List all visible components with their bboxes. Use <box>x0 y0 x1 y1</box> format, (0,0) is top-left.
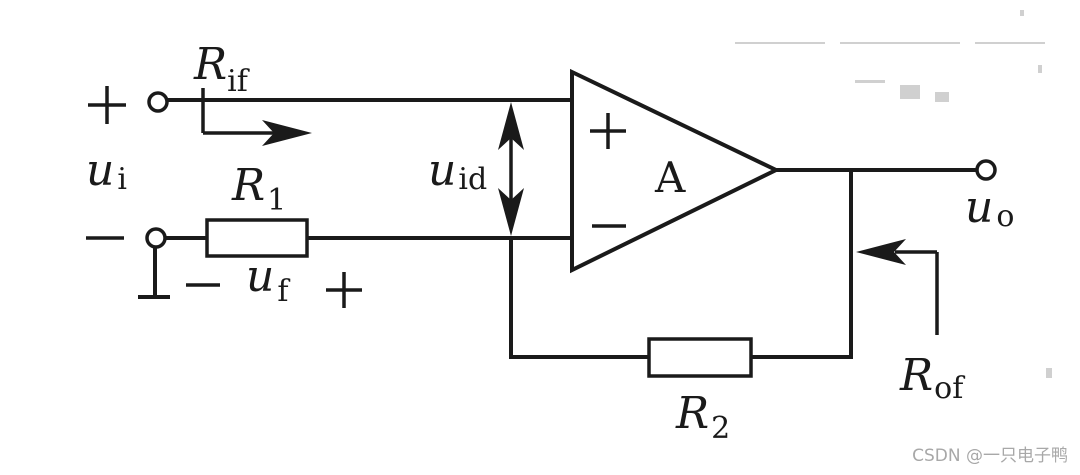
input-terminal-top <box>147 91 169 113</box>
label-u-id: uid <box>428 145 487 197</box>
label-r-2: R2 <box>675 388 730 446</box>
resistor-r2 <box>647 337 753 378</box>
label-r-1: R1 <box>231 160 286 218</box>
uid-arrow-head-down <box>498 188 524 236</box>
input-terminal-bottom <box>145 227 167 249</box>
uid-arrow-head-up <box>498 102 524 150</box>
rof-arrow-head <box>856 239 906 265</box>
op-amp-triangle <box>570 68 781 274</box>
label-amplifier-a: A <box>654 153 686 202</box>
rif-arrow-head <box>262 120 312 146</box>
watermark: CSDN @一只电子鸭 <box>912 446 1068 466</box>
scan-noise <box>735 10 1052 378</box>
label-r-if: Rif <box>193 39 250 99</box>
resistor-r1 <box>205 218 309 258</box>
output-terminal <box>975 159 997 181</box>
label-r-of: Rof <box>899 350 965 406</box>
